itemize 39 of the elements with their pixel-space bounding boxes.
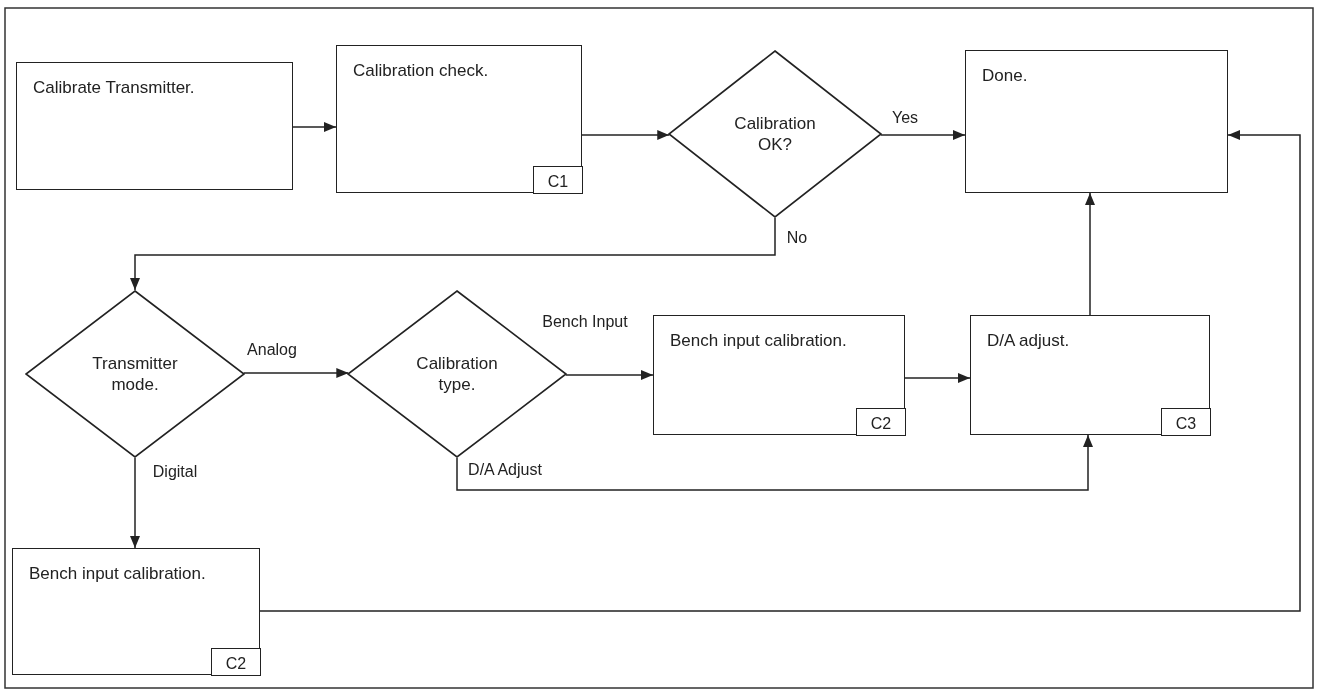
node-text: Bench input calibration. <box>670 330 848 352</box>
arrow <box>456 434 1093 491</box>
reference-code: C2 <box>869 414 893 434</box>
reference-tag <box>533 166 583 194</box>
process-box <box>965 50 1228 193</box>
arrow <box>581 130 670 140</box>
node-text: Done. <box>982 65 1029 87</box>
node-text: D/A adjust. <box>987 330 1071 352</box>
arrow <box>1085 192 1095 316</box>
arrow <box>130 457 140 549</box>
edge-label: Bench Input <box>540 313 630 331</box>
edge-label: Analog <box>245 341 299 359</box>
reference-tag <box>211 648 261 676</box>
decision-diamond <box>668 50 882 218</box>
node-text: Calibration type. <box>415 352 499 396</box>
node-text: Calibration OK? <box>733 112 817 156</box>
node-text: Calibrate Transmitter. <box>33 77 196 99</box>
reference-code: C3 <box>1174 414 1198 434</box>
arrow <box>259 130 1301 612</box>
arrow <box>242 368 350 378</box>
process-box <box>16 62 293 190</box>
process-box <box>653 315 905 435</box>
reference-tag <box>1161 408 1211 436</box>
process-box <box>12 548 260 675</box>
node-text: Calibration check. <box>353 60 490 82</box>
reference-code: C2 <box>224 654 248 674</box>
arrow <box>292 122 337 132</box>
reference-tag <box>856 408 906 436</box>
reference-code: C1 <box>546 172 570 192</box>
arrow <box>904 373 971 383</box>
arrow <box>564 370 654 380</box>
node-text: Transmitter mode. <box>91 352 179 396</box>
edge-label: D/A Adjust <box>466 461 544 479</box>
process-box <box>336 45 582 193</box>
arrow <box>130 217 776 291</box>
decision-diamond <box>25 290 245 458</box>
node-text: Bench input calibration. <box>29 563 207 585</box>
arrow <box>880 130 966 140</box>
process-box <box>970 315 1210 435</box>
